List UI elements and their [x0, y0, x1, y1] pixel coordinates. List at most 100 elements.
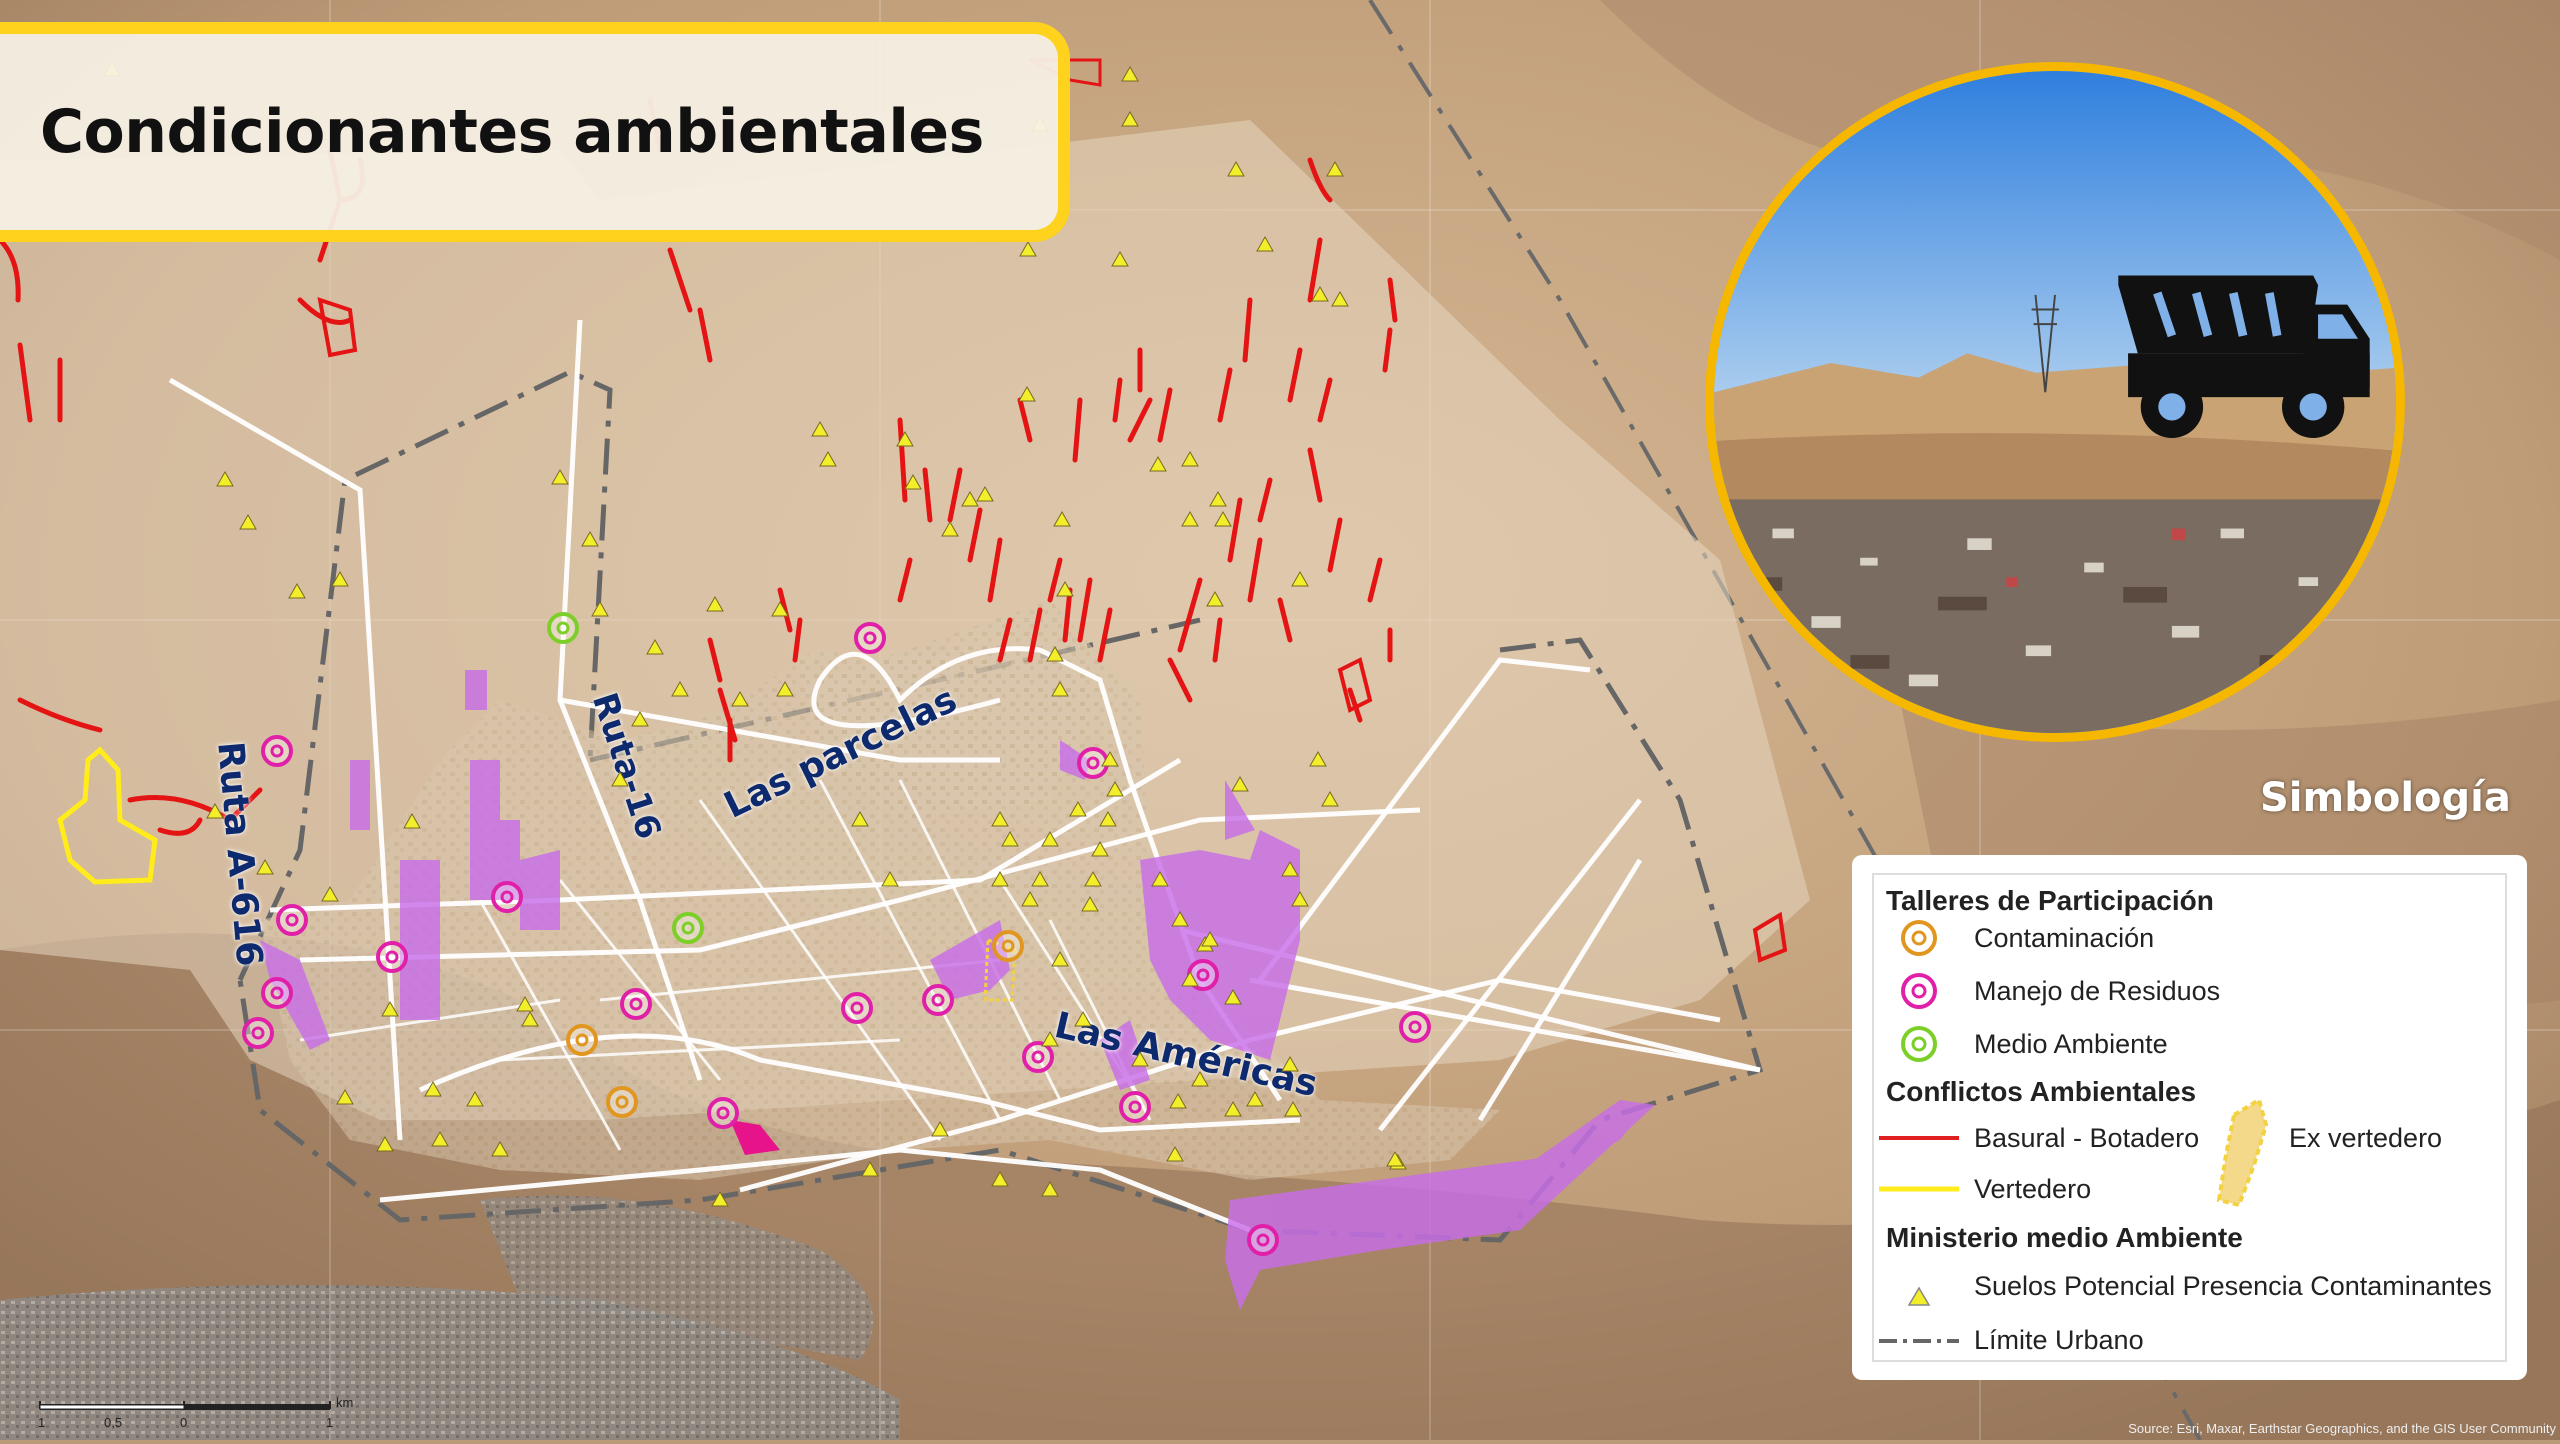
- marker-suelos-contaminantes: [1046, 645, 1064, 662]
- marker-manejo-residuos: [376, 941, 408, 973]
- marker-suelos-contaminantes: [1209, 490, 1227, 507]
- landfill-photo: [1705, 62, 2405, 742]
- marker-suelos-contaminantes: [1131, 1050, 1149, 1067]
- marker-suelos-contaminantes: [491, 1140, 509, 1157]
- marker-suelos-contaminantes: [1284, 1100, 1302, 1117]
- marker-suelos-contaminantes: [731, 690, 749, 707]
- marker-manejo-residuos: [1022, 1041, 1054, 1073]
- marker-suelos-contaminantes: [881, 870, 899, 887]
- marker-manejo-residuos: [242, 1017, 274, 1049]
- legend-symbol-medio-ambiente: [1901, 1026, 1937, 1062]
- marker-suelos-contaminantes: [771, 600, 789, 617]
- marker-suelos-contaminantes: [611, 770, 629, 787]
- marker-suelos-contaminantes: [1281, 1055, 1299, 1072]
- marker-manejo-residuos: [491, 881, 523, 913]
- legend-symbol-ex-vertedero: [2216, 1096, 2269, 1208]
- marker-suelos-contaminantes: [1291, 570, 1309, 587]
- marker-suelos-contaminantes: [1181, 970, 1199, 987]
- marker-suelos-contaminantes: [904, 473, 922, 490]
- marker-contaminacion: [566, 1024, 598, 1056]
- title-banner: Condicionantes ambientales: [0, 22, 1070, 242]
- marker-suelos-contaminantes: [216, 470, 234, 487]
- marker-suelos-contaminantes: [1101, 750, 1119, 767]
- marker-suelos-contaminantes: [819, 450, 837, 467]
- legend-group-talleres: Talleres de Participación: [1886, 885, 2214, 916]
- marker-manejo-residuos: [922, 984, 954, 1016]
- marker-manejo-residuos: [1247, 1224, 1279, 1256]
- marker-manejo-residuos: [261, 977, 293, 1009]
- marker-suelos-contaminantes: [331, 570, 349, 587]
- marker-manejo-residuos: [261, 735, 293, 767]
- scale-bar: 1 0,5 0 1 km: [38, 1395, 378, 1444]
- scale-tick-05: 0,5: [104, 1415, 122, 1430]
- marker-suelos-contaminantes: [321, 885, 339, 902]
- marker-suelos-contaminantes: [1206, 590, 1224, 607]
- marker-suelos-contaminantes: [403, 812, 421, 829]
- marker-suelos-contaminantes: [1018, 385, 1036, 402]
- marker-suelos-contaminantes: [646, 638, 664, 655]
- marker-suelos-contaminantes: [1069, 800, 1087, 817]
- marker-suelos-contaminantes: [861, 1160, 879, 1177]
- legend-label-medio-ambiente: Medio Ambiente: [1974, 1029, 2168, 1059]
- marker-suelos-contaminantes: [1309, 750, 1327, 767]
- marker-suelos-contaminantes: [1386, 1150, 1404, 1167]
- marker-manejo-residuos: [1119, 1091, 1151, 1123]
- marker-suelos-contaminantes: [896, 430, 914, 447]
- marker-suelos-contaminantes: [1041, 1180, 1059, 1197]
- marker-suelos-contaminantes: [776, 680, 794, 697]
- scale-unit: km: [336, 1395, 353, 1410]
- legend-group-conflictos: Conflictos Ambientales: [1886, 1076, 2197, 1107]
- marker-suelos-contaminantes: [1053, 510, 1071, 527]
- marker-suelos-contaminantes: [336, 1088, 354, 1105]
- marker-suelos-contaminantes: [1041, 830, 1059, 847]
- legend-label-vertedero: Vertedero: [1974, 1174, 2092, 1204]
- marker-suelos-contaminantes: [1019, 240, 1037, 257]
- marker-suelos-contaminantes: [591, 600, 609, 617]
- legend-symbol-manejo-residuos: [1901, 973, 1937, 1009]
- scale-tick-0: 0: [180, 1415, 187, 1430]
- marker-suelos-contaminantes: [711, 1190, 729, 1207]
- page-title: Condicionantes ambientales: [40, 97, 984, 167]
- scale-bar-graphic: 1 0,5 0 1 km: [38, 1395, 353, 1430]
- marker-suelos-contaminantes: [1291, 890, 1309, 907]
- marker-suelos-contaminantes: [1081, 895, 1099, 912]
- marker-suelos-contaminantes: [1091, 840, 1109, 857]
- marker-suelos-contaminantes: [1224, 988, 1242, 1005]
- marker-suelos-contaminantes: [1001, 830, 1019, 847]
- marker-suelos-contaminantes: [1121, 65, 1139, 82]
- legend-label-contaminacion: Contaminación: [1974, 923, 2155, 953]
- marker-suelos-contaminantes: [961, 490, 979, 507]
- marker-suelos-contaminantes: [256, 858, 274, 875]
- marker-suelos-contaminantes: [466, 1090, 484, 1107]
- marker-suelos-contaminantes: [206, 802, 224, 819]
- marker-suelos-contaminantes: [1084, 870, 1102, 887]
- legend-group-ministerio: Ministerio medio Ambiente: [1886, 1222, 2243, 1253]
- marker-manejo-residuos: [841, 992, 873, 1024]
- marker-suelos-contaminantes: [1326, 160, 1344, 177]
- marker-suelos-contaminantes: [1181, 450, 1199, 467]
- marker-medio-ambiente: [547, 612, 579, 644]
- map-credit: Source: Esri, Maxar, Earthstar Geographi…: [2128, 1421, 2556, 1436]
- scale-tick-1b: 1: [326, 1415, 333, 1430]
- dump-truck-icon: [2118, 275, 2370, 439]
- marker-suelos-contaminantes: [1224, 1100, 1242, 1117]
- marker-suelos-contaminantes: [1321, 790, 1339, 807]
- marker-suelos-contaminantes: [1256, 235, 1274, 252]
- marker-suelos-contaminantes: [1166, 1145, 1184, 1162]
- marker-suelos-contaminantes: [581, 530, 599, 547]
- marker-suelos-contaminantes: [976, 485, 994, 502]
- legend-label-basural: Basural - Botadero: [1974, 1123, 2200, 1153]
- marker-suelos-contaminantes: [941, 520, 959, 537]
- marker-suelos-contaminantes: [516, 995, 534, 1012]
- marker-suelos-contaminantes: [1041, 1030, 1059, 1047]
- marker-suelos-contaminantes: [1056, 580, 1074, 597]
- marker-suelos-contaminantes: [1227, 160, 1245, 177]
- marker-suelos-contaminantes: [1149, 455, 1167, 472]
- legend-label-ex-vertedero: Ex vertedero: [2289, 1123, 2443, 1153]
- marker-suelos-contaminantes: [1151, 870, 1169, 887]
- marker-manejo-residuos: [854, 622, 886, 654]
- legend-heading: Simbología: [2260, 775, 2511, 821]
- marker-suelos-contaminantes: [1111, 250, 1129, 267]
- marker-suelos-contaminantes: [706, 595, 724, 612]
- marker-suelos-contaminantes: [1201, 930, 1219, 947]
